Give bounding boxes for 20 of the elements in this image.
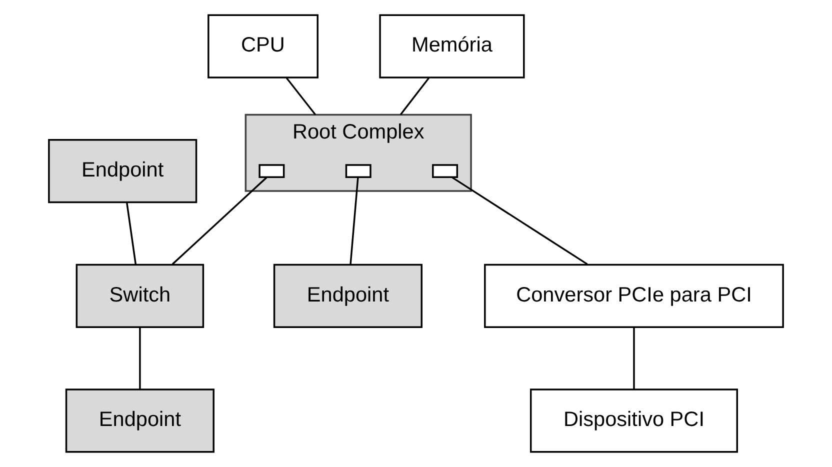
connector [172,176,268,265]
connector [452,176,588,265]
connector [286,77,316,116]
node-box [258,164,285,178]
node-box: Conversor PCIe para PCI [484,264,784,328]
connector [633,328,635,390]
node-box: Endpoint [273,264,422,328]
connector [350,177,359,264]
node-box: CPU [208,14,318,78]
node-box [345,164,372,178]
node-box: Endpoint [65,388,214,453]
connector [126,202,137,265]
node-box: Dispositivo PCI [530,388,738,453]
cluster: Root Complex [244,114,472,192]
connector [139,328,141,390]
connector [400,77,430,116]
node-box: Memória [379,14,525,78]
node-box: Endpoint [48,139,198,204]
node-box [432,164,458,178]
node-box: Switch [76,264,204,328]
